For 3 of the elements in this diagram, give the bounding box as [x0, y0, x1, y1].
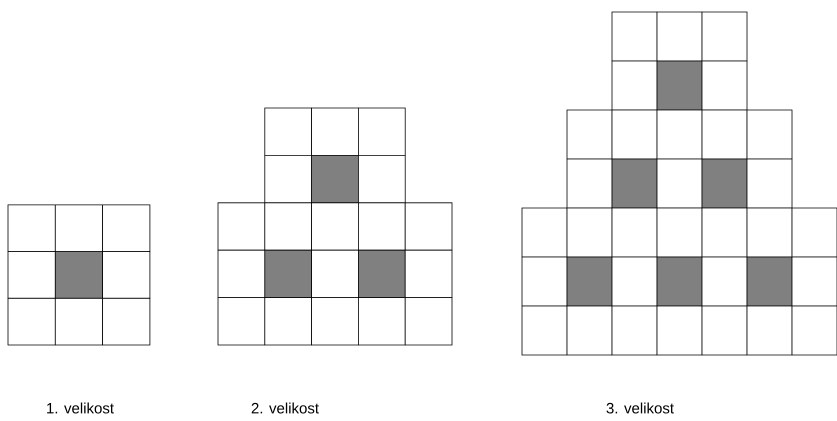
- size-label: 3. velikost: [606, 402, 674, 414]
- size-label: 2. velikost: [252, 402, 319, 414]
- size-label: 1. velikost: [47, 402, 114, 414]
